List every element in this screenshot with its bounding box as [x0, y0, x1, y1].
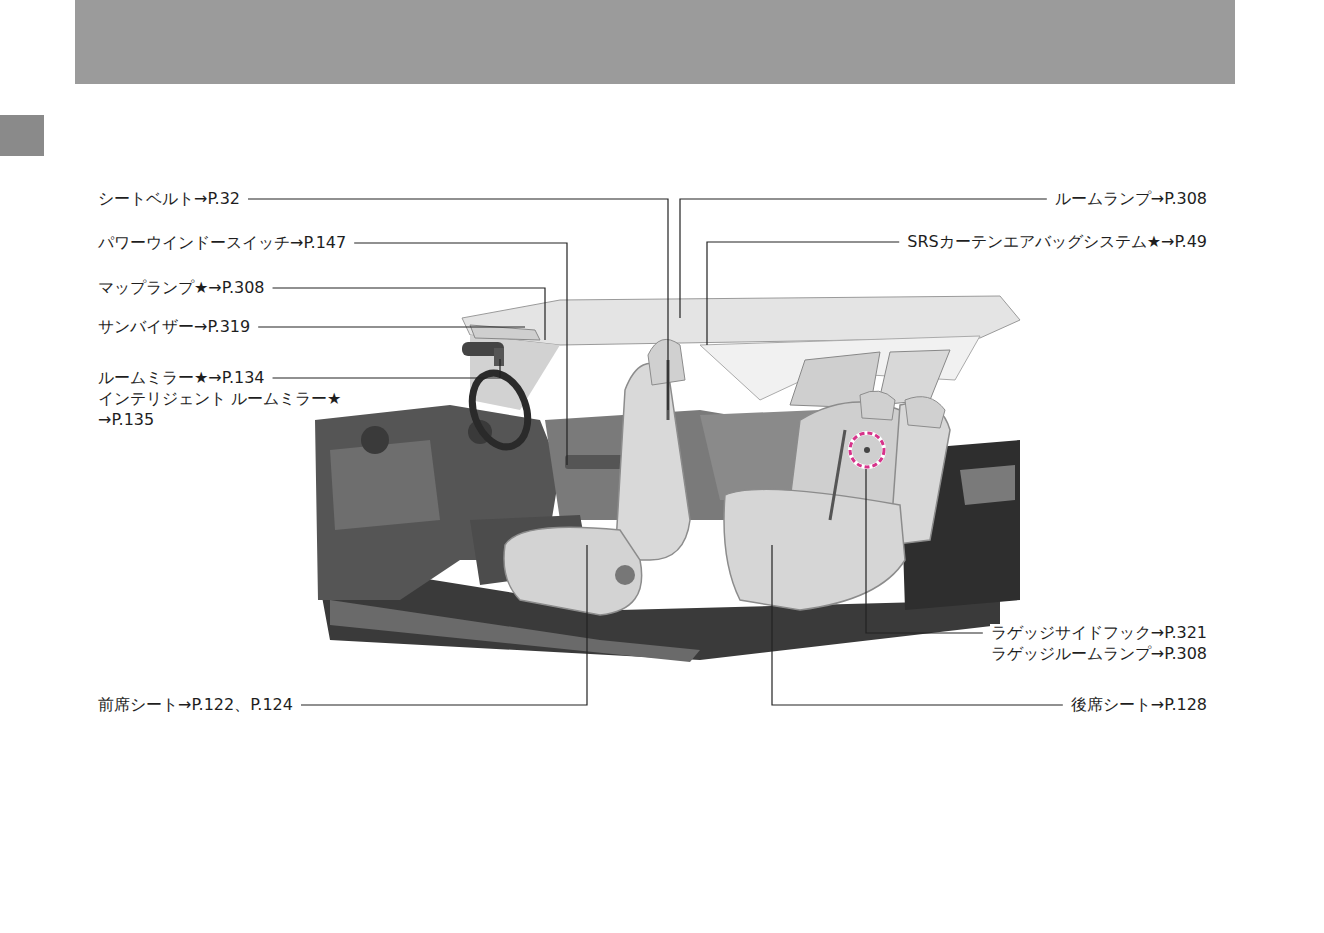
callout-label: →P.135 — [97, 411, 155, 429]
callout-label: SRSカーテンエアバッグシステム★→P.49 — [906, 233, 1208, 251]
leader-line — [248, 199, 668, 410]
callout-label: ルームミラー★→P.134 — [97, 369, 266, 387]
callout-label: サンバイザー→P.319 — [97, 318, 251, 336]
highlight-circle — [850, 433, 884, 467]
callout-label: シートベルト→P.32 — [97, 190, 241, 208]
leader-line — [707, 242, 899, 345]
header-bar — [75, 0, 1235, 84]
leader-line — [258, 326, 525, 327]
callout-label: インテリジェント ルームミラー★ — [97, 390, 342, 408]
callout-label: ラゲッジルームランプ→P.308 — [990, 645, 1208, 663]
leader-line — [354, 243, 567, 465]
callout-label: 前席シート→P.122、P.124 — [97, 696, 294, 714]
callout-label: マップランプ★→P.308 — [97, 279, 266, 297]
leader-line — [273, 288, 545, 340]
leader-line — [680, 199, 1047, 318]
leader-line — [301, 545, 587, 705]
leader-line — [273, 359, 500, 378]
callout-label: ラゲッジサイドフック→P.321 — [990, 624, 1208, 642]
callout-label: 後席シート→P.128 — [1070, 696, 1208, 714]
leader-line — [866, 469, 983, 633]
callout-label: ルームランプ→P.308 — [1054, 190, 1208, 208]
callout-label: パワーウインドースイッチ→P.147 — [97, 234, 347, 252]
section-tab — [0, 115, 44, 156]
